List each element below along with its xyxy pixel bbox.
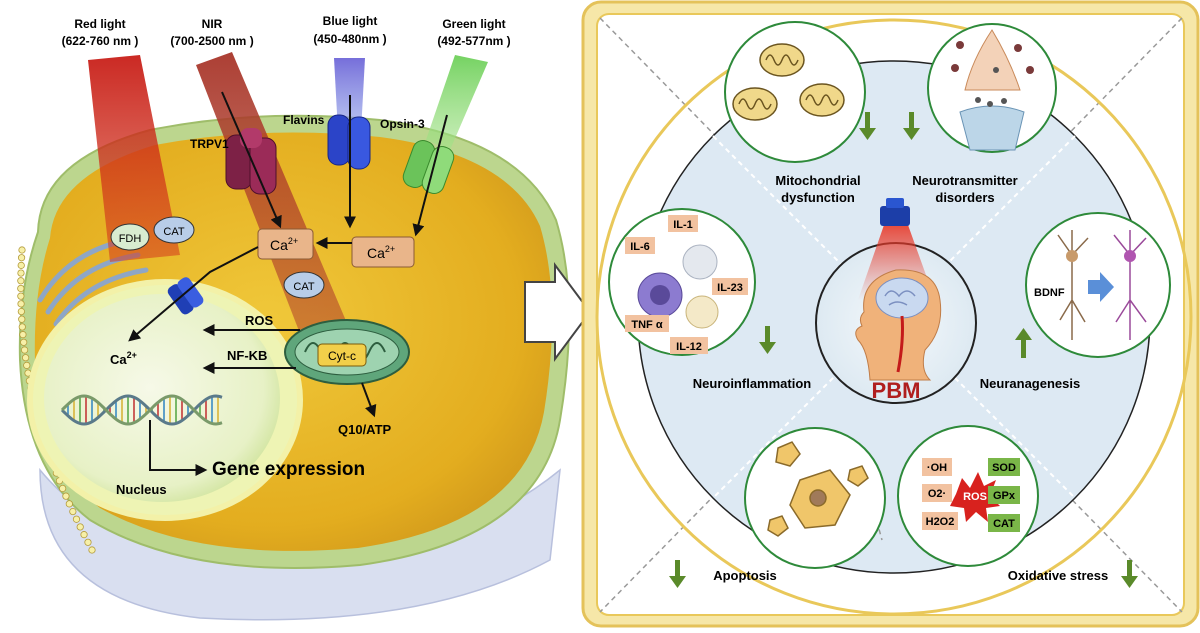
right-panel: PBM Mitochondrial dysfunction <box>581 0 1200 628</box>
svg-text:SOD: SOD <box>992 462 1016 474</box>
neurotrans-label-line1: Neurotransmitter <box>912 173 1017 188</box>
green-light-beam <box>426 55 488 150</box>
nir-label: NIR <box>202 17 223 31</box>
neuroinflam-down-arrow <box>759 326 776 354</box>
apoptotic-cells <box>767 441 869 537</box>
flavins-label: Flavins <box>283 113 325 127</box>
red-light-beam <box>88 55 180 262</box>
ros-species: ·OH O2· H2O2 <box>922 458 958 530</box>
nfkb-label: NF-KB <box>227 348 267 363</box>
cat-oval-mid <box>283 271 325 299</box>
bdnf-arrow <box>1088 272 1114 302</box>
ca-box-right-label: Ca2+ <box>367 244 395 261</box>
blue-light-range: (450-480nm ) <box>313 32 386 46</box>
oxidative-label: Oxidative stress <box>1008 568 1108 583</box>
neurotrans-down-arrow <box>903 112 920 140</box>
pathway-arrows <box>128 91 448 476</box>
opsin-label: Opsin-3 <box>380 117 425 131</box>
bdnf-label: BDNF <box>1034 287 1065 299</box>
nir-range: (700-2500 nm ) <box>170 34 253 48</box>
outer-ring <box>595 18 1193 616</box>
mito-down-arrow <box>859 112 876 140</box>
nucleus-ca-label: Ca2+ <box>110 350 137 367</box>
neuranagenesis-up-arrow <box>1015 328 1032 358</box>
dna-helix <box>60 394 223 426</box>
pbm-device <box>880 206 910 226</box>
cat-oval-top <box>153 216 195 244</box>
svg-text:IL-12: IL-12 <box>676 341 702 353</box>
fdh-oval <box>110 223 150 251</box>
gene-expression-label: Gene expression <box>212 459 365 480</box>
cytc-box <box>317 343 367 367</box>
ca-box-right <box>351 236 415 268</box>
cytc-label: Cyt-c <box>328 349 356 363</box>
svg-text:GPx: GPx <box>993 490 1016 502</box>
mito-label-line2: dysfunction <box>781 190 855 205</box>
fdh-label: FDH <box>119 233 142 245</box>
neuron-icons <box>1057 230 1147 340</box>
oxidative-down-arrow <box>1121 560 1138 588</box>
nuclear-channel <box>167 277 204 315</box>
transition-arrow <box>524 261 592 363</box>
cat-label-top: CAT <box>163 226 184 238</box>
cytokine-tags: IL-1 IL-6 IL-23 TNF α IL-12 <box>625 215 748 354</box>
neuroinflammation-label: Neuroinflammation <box>693 376 812 391</box>
head-silhouette <box>855 269 942 381</box>
apoptosis-down-arrow <box>669 560 686 588</box>
svg-text:IL-1: IL-1 <box>673 219 693 231</box>
mito-label-line1: Mitochondrial <box>775 173 860 188</box>
synapse-icon <box>951 29 1034 151</box>
red-light-range: (622-760 nm ) <box>62 34 139 48</box>
q10-atp-label: Q10/ATP <box>338 422 392 437</box>
svg-text:IL-6: IL-6 <box>630 241 650 253</box>
neurotrans-label-line2: disorders <box>935 190 994 205</box>
ca-box-left-label: Ca2+ <box>270 236 298 253</box>
green-light-range: (492-577nm ) <box>437 34 510 48</box>
left-panel: Red light (622-760 nm ) NIR (700-2500 nm… <box>0 0 583 628</box>
green-light-label: Green light <box>442 17 505 31</box>
svg-text:·OH: ·OH <box>927 462 947 474</box>
ros-label: ROS <box>245 313 274 328</box>
neuranagenesis-label: Neuranagenesis <box>980 376 1080 391</box>
cat-label-mid: CAT <box>293 281 314 293</box>
svg-text:CAT: CAT <box>993 518 1015 530</box>
antioxidants: SOD GPx CAT <box>988 458 1020 532</box>
red-light-label: Red light <box>74 17 125 31</box>
svg-text:IL-23: IL-23 <box>717 282 743 294</box>
mitochondria-icons <box>732 43 845 121</box>
svg-text:H2O2: H2O2 <box>926 516 955 528</box>
ca-box-left <box>257 228 314 260</box>
ros-burst <box>950 472 1000 522</box>
blue-light-label: Blue light <box>323 14 378 28</box>
svg-text:TNF α: TNF α <box>631 319 662 331</box>
trpv1-label: TRPV1 <box>190 137 229 151</box>
svg-text:O2·: O2· <box>928 488 946 500</box>
nucleus-label: Nucleus <box>116 482 167 497</box>
ros-burst-label: ROS <box>963 491 987 503</box>
pbm-label: PBM <box>872 378 921 403</box>
apoptosis-label: Apoptosis <box>713 568 777 583</box>
